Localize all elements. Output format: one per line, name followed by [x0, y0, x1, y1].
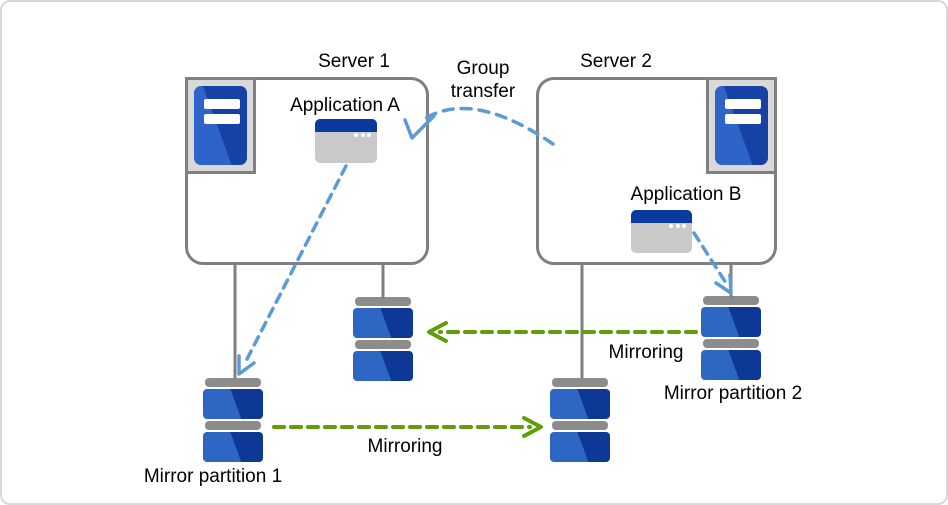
disk-platter	[701, 307, 761, 337]
disk-cap	[355, 297, 411, 306]
server-slot	[725, 99, 761, 109]
application-b-label: Application B	[630, 184, 742, 205]
server-slot	[204, 114, 240, 124]
server-tower-icon-2	[706, 77, 777, 174]
mirroring-lower-label: Mirroring	[367, 436, 443, 457]
server-tower-icon-1	[185, 77, 256, 174]
app-window-icon-b	[631, 210, 692, 253]
disk-divider	[703, 339, 759, 348]
disk-platter	[353, 351, 413, 381]
server-slot	[725, 114, 761, 124]
server1-label: Server 1	[318, 51, 390, 72]
disk-platter	[203, 432, 263, 462]
disk-platter	[203, 389, 263, 419]
server2-label: Server 2	[580, 51, 652, 72]
mirroring-upper-label: Mirroring	[608, 342, 684, 363]
server-tower-body	[715, 86, 768, 165]
disk-divider	[205, 421, 261, 430]
disk-stack-icon-mirror-partition-1	[203, 378, 263, 464]
group-transfer-label: Group transfer	[450, 58, 516, 103]
disk-platter	[701, 350, 761, 380]
mirror-partition-2-label: Mirror partition 2	[663, 383, 803, 404]
disk-stack-icon-mirror-partition-2	[701, 296, 761, 382]
disk-cap	[703, 296, 759, 305]
disk-platter	[550, 389, 610, 419]
server-slot	[204, 99, 240, 109]
arrow-mirroring-upper	[427, 321, 698, 343]
mirror-partition-1-label: Mirror partition 1	[143, 466, 283, 487]
disk-divider	[355, 340, 411, 349]
app-window-icon-a	[315, 119, 377, 163]
disk-stack-icon-server2-data	[550, 378, 610, 464]
disk-platter	[550, 432, 610, 462]
app-titlebar-dots	[667, 215, 686, 233]
disk-cap	[552, 378, 608, 387]
disk-cap	[205, 378, 261, 387]
application-a-label: Application A	[290, 95, 400, 116]
app-titlebar	[631, 210, 692, 223]
arrow-mirroring-lower	[272, 416, 543, 438]
disk-divider	[552, 421, 608, 430]
disk-stack-icon-server1-data	[353, 297, 413, 383]
app-titlebar	[315, 119, 377, 132]
server-tower-body	[194, 86, 247, 165]
disk-platter	[353, 308, 413, 338]
app-titlebar-dots	[352, 124, 371, 142]
